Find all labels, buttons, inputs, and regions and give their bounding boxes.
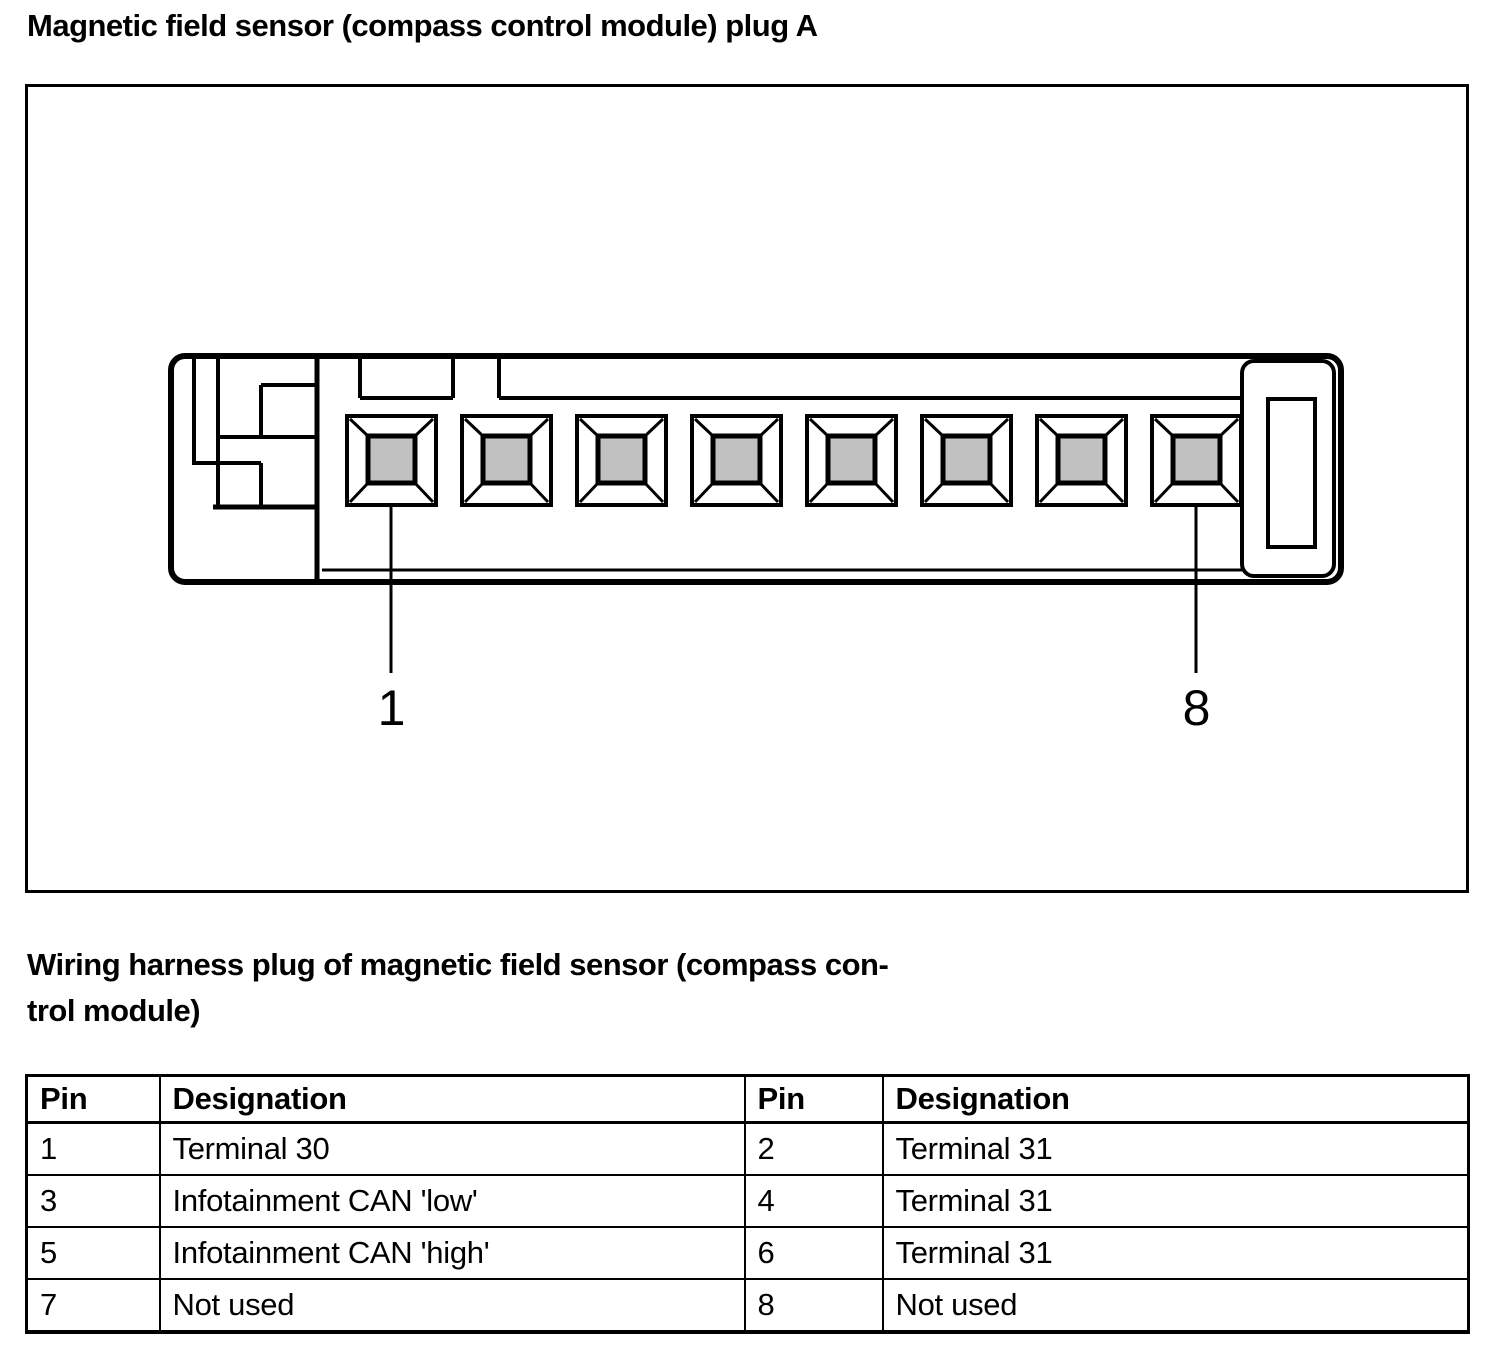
page-title: Magnetic field sensor (compass control m… (27, 8, 818, 43)
table-row: 1 Terminal 30 2 Terminal 31 (25, 1121, 1470, 1176)
pin-cell: 7 (25, 1278, 161, 1334)
table-row: 3 Infotainment CAN 'low' 4 Terminal 31 (25, 1174, 1470, 1228)
pin-cell: 3 (25, 1174, 161, 1228)
top-tabs (358, 359, 1242, 400)
designation-cell: Terminal 31 (881, 1226, 1470, 1280)
pin-designation-table: Pin Designation Pin Designation 1 Termin… (25, 1074, 1470, 1334)
pin-cell: 2 (743, 1121, 884, 1176)
pin-socket-5 (807, 416, 896, 505)
designation-cell: Infotainment CAN 'low' (158, 1174, 746, 1228)
pin-cell: 8 (743, 1278, 884, 1334)
pin-cell: 5 (25, 1226, 161, 1280)
table-row: 5 Infotainment CAN 'high' 6 Terminal 31 (25, 1226, 1470, 1280)
designation-cell: Not used (881, 1278, 1470, 1334)
pin-socket-2 (462, 416, 551, 505)
connector-figure: 1 8 (25, 84, 1469, 893)
header-designation-right: Designation (881, 1074, 1470, 1124)
table-caption-line-2: trol module) (27, 993, 201, 1028)
pin-socket-7 (1037, 416, 1126, 505)
designation-cell: Terminal 31 (881, 1121, 1470, 1176)
pin-socket-6 (922, 416, 1011, 505)
table-row: 7 Not used 8 Not used (25, 1278, 1470, 1334)
designation-cell: Terminal 31 (881, 1174, 1470, 1228)
designation-cell: Infotainment CAN 'high' (158, 1226, 746, 1280)
header-pin-right: Pin (743, 1074, 884, 1124)
designation-cell: Terminal 30 (158, 1121, 746, 1176)
header-pin-left: Pin (25, 1074, 161, 1124)
table-caption-line-1: Wiring harness plug of magnetic field se… (27, 947, 889, 982)
table-caption: Wiring harness plug of magnetic field se… (27, 942, 889, 1034)
pin-socket-4 (692, 416, 781, 505)
pin-socket-8 (1152, 416, 1241, 505)
latch-slot (1266, 397, 1317, 549)
pin-socket-1 (347, 416, 436, 505)
callout-label-pin-8: 8 (1182, 680, 1211, 736)
pin-socket-3 (577, 416, 666, 505)
header-designation-left: Designation (158, 1074, 746, 1124)
pin-cell: 1 (25, 1121, 161, 1176)
pin-cell: 4 (743, 1174, 884, 1228)
table-header-row: Pin Designation Pin Designation (25, 1074, 1470, 1124)
callout-label-pin-1: 1 (377, 680, 406, 736)
pin-cell: 6 (743, 1226, 884, 1280)
connector-diagram (168, 353, 1344, 673)
designation-cell: Not used (158, 1278, 746, 1334)
keying-pattern (192, 359, 317, 510)
